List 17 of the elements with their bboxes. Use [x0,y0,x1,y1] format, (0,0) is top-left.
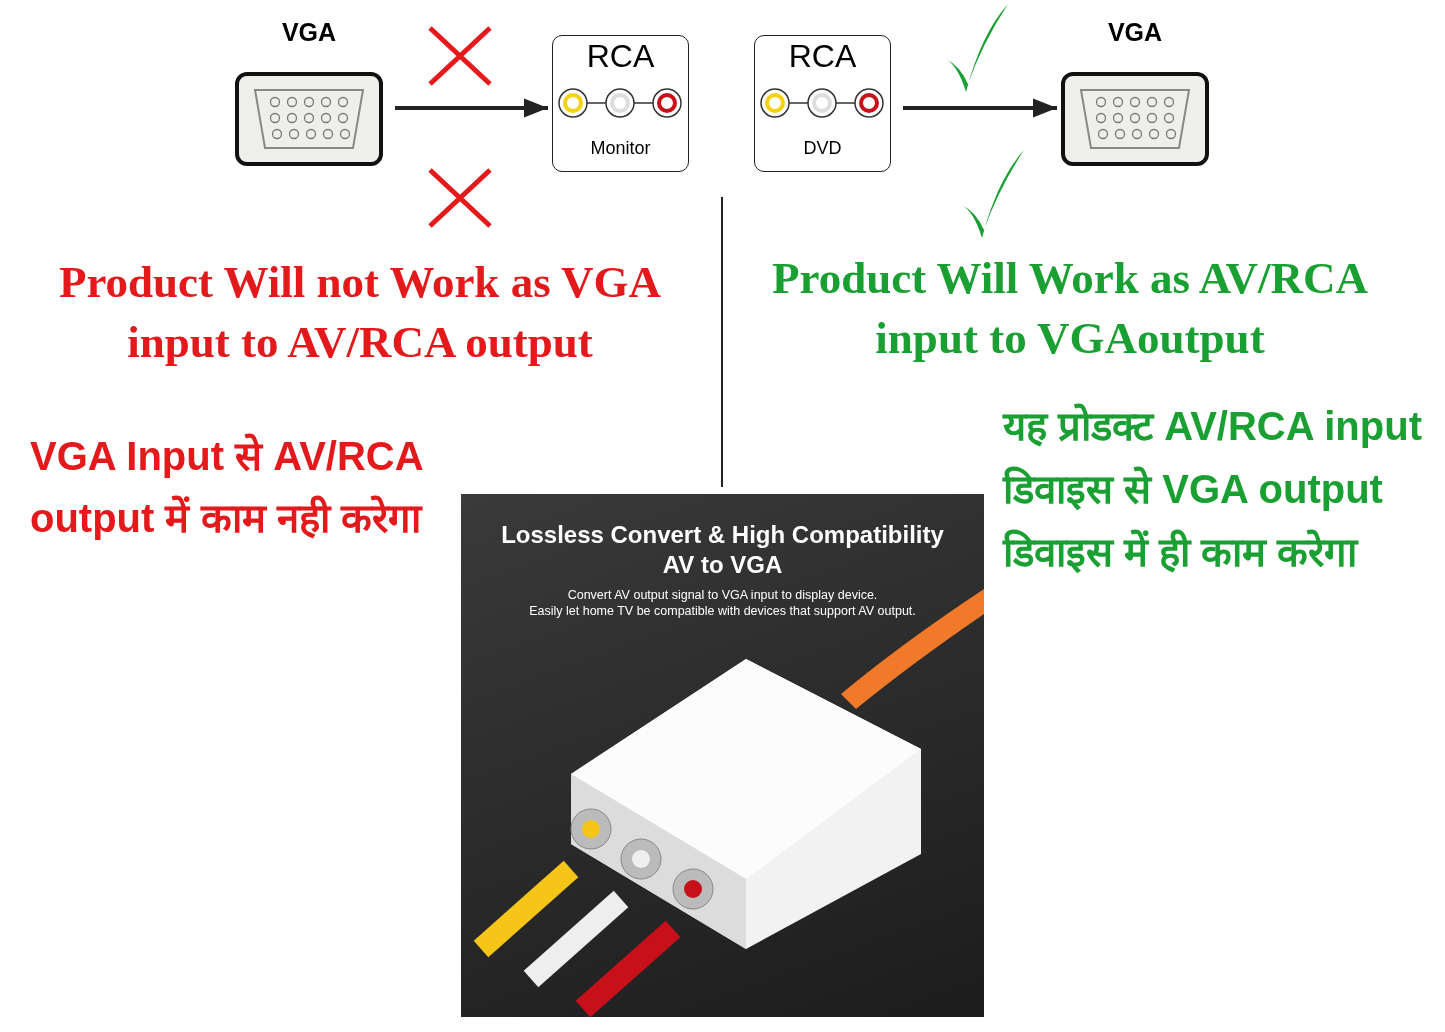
port-label: VGA [1106,18,1164,47]
device-box [552,35,689,172]
device-label: Monitor [589,138,652,159]
note-text: यह प्रोडक्ट AV/RCA input डिवाइस से VGA output डिवाइस में ही काम करेगा [1003,402,1423,576]
device-box [754,35,891,172]
photo-caption: Easily let home TV be compatible with devices that support AV output. [528,604,917,618]
photo-caption: Convert AV output signal to VGA input to display device. [566,588,879,602]
port-label: RCA [787,38,858,75]
port-label: RCA [585,38,656,75]
port-label: VGA [280,18,338,47]
device-label: DVD [802,138,843,159]
arrow [395,98,548,118]
photo-headline: Lossless Convert & High Compatibility AV to VGA [500,520,945,580]
heading: Product Will not Work as VGA input to AV/RCA output [57,256,663,369]
heading: Product Will Work as AV/RCA input to VGAoutput [771,252,1369,365]
arrow [903,98,1057,118]
note-text: VGA Input से AV/RCA output में काम नही करेगा [30,432,424,542]
